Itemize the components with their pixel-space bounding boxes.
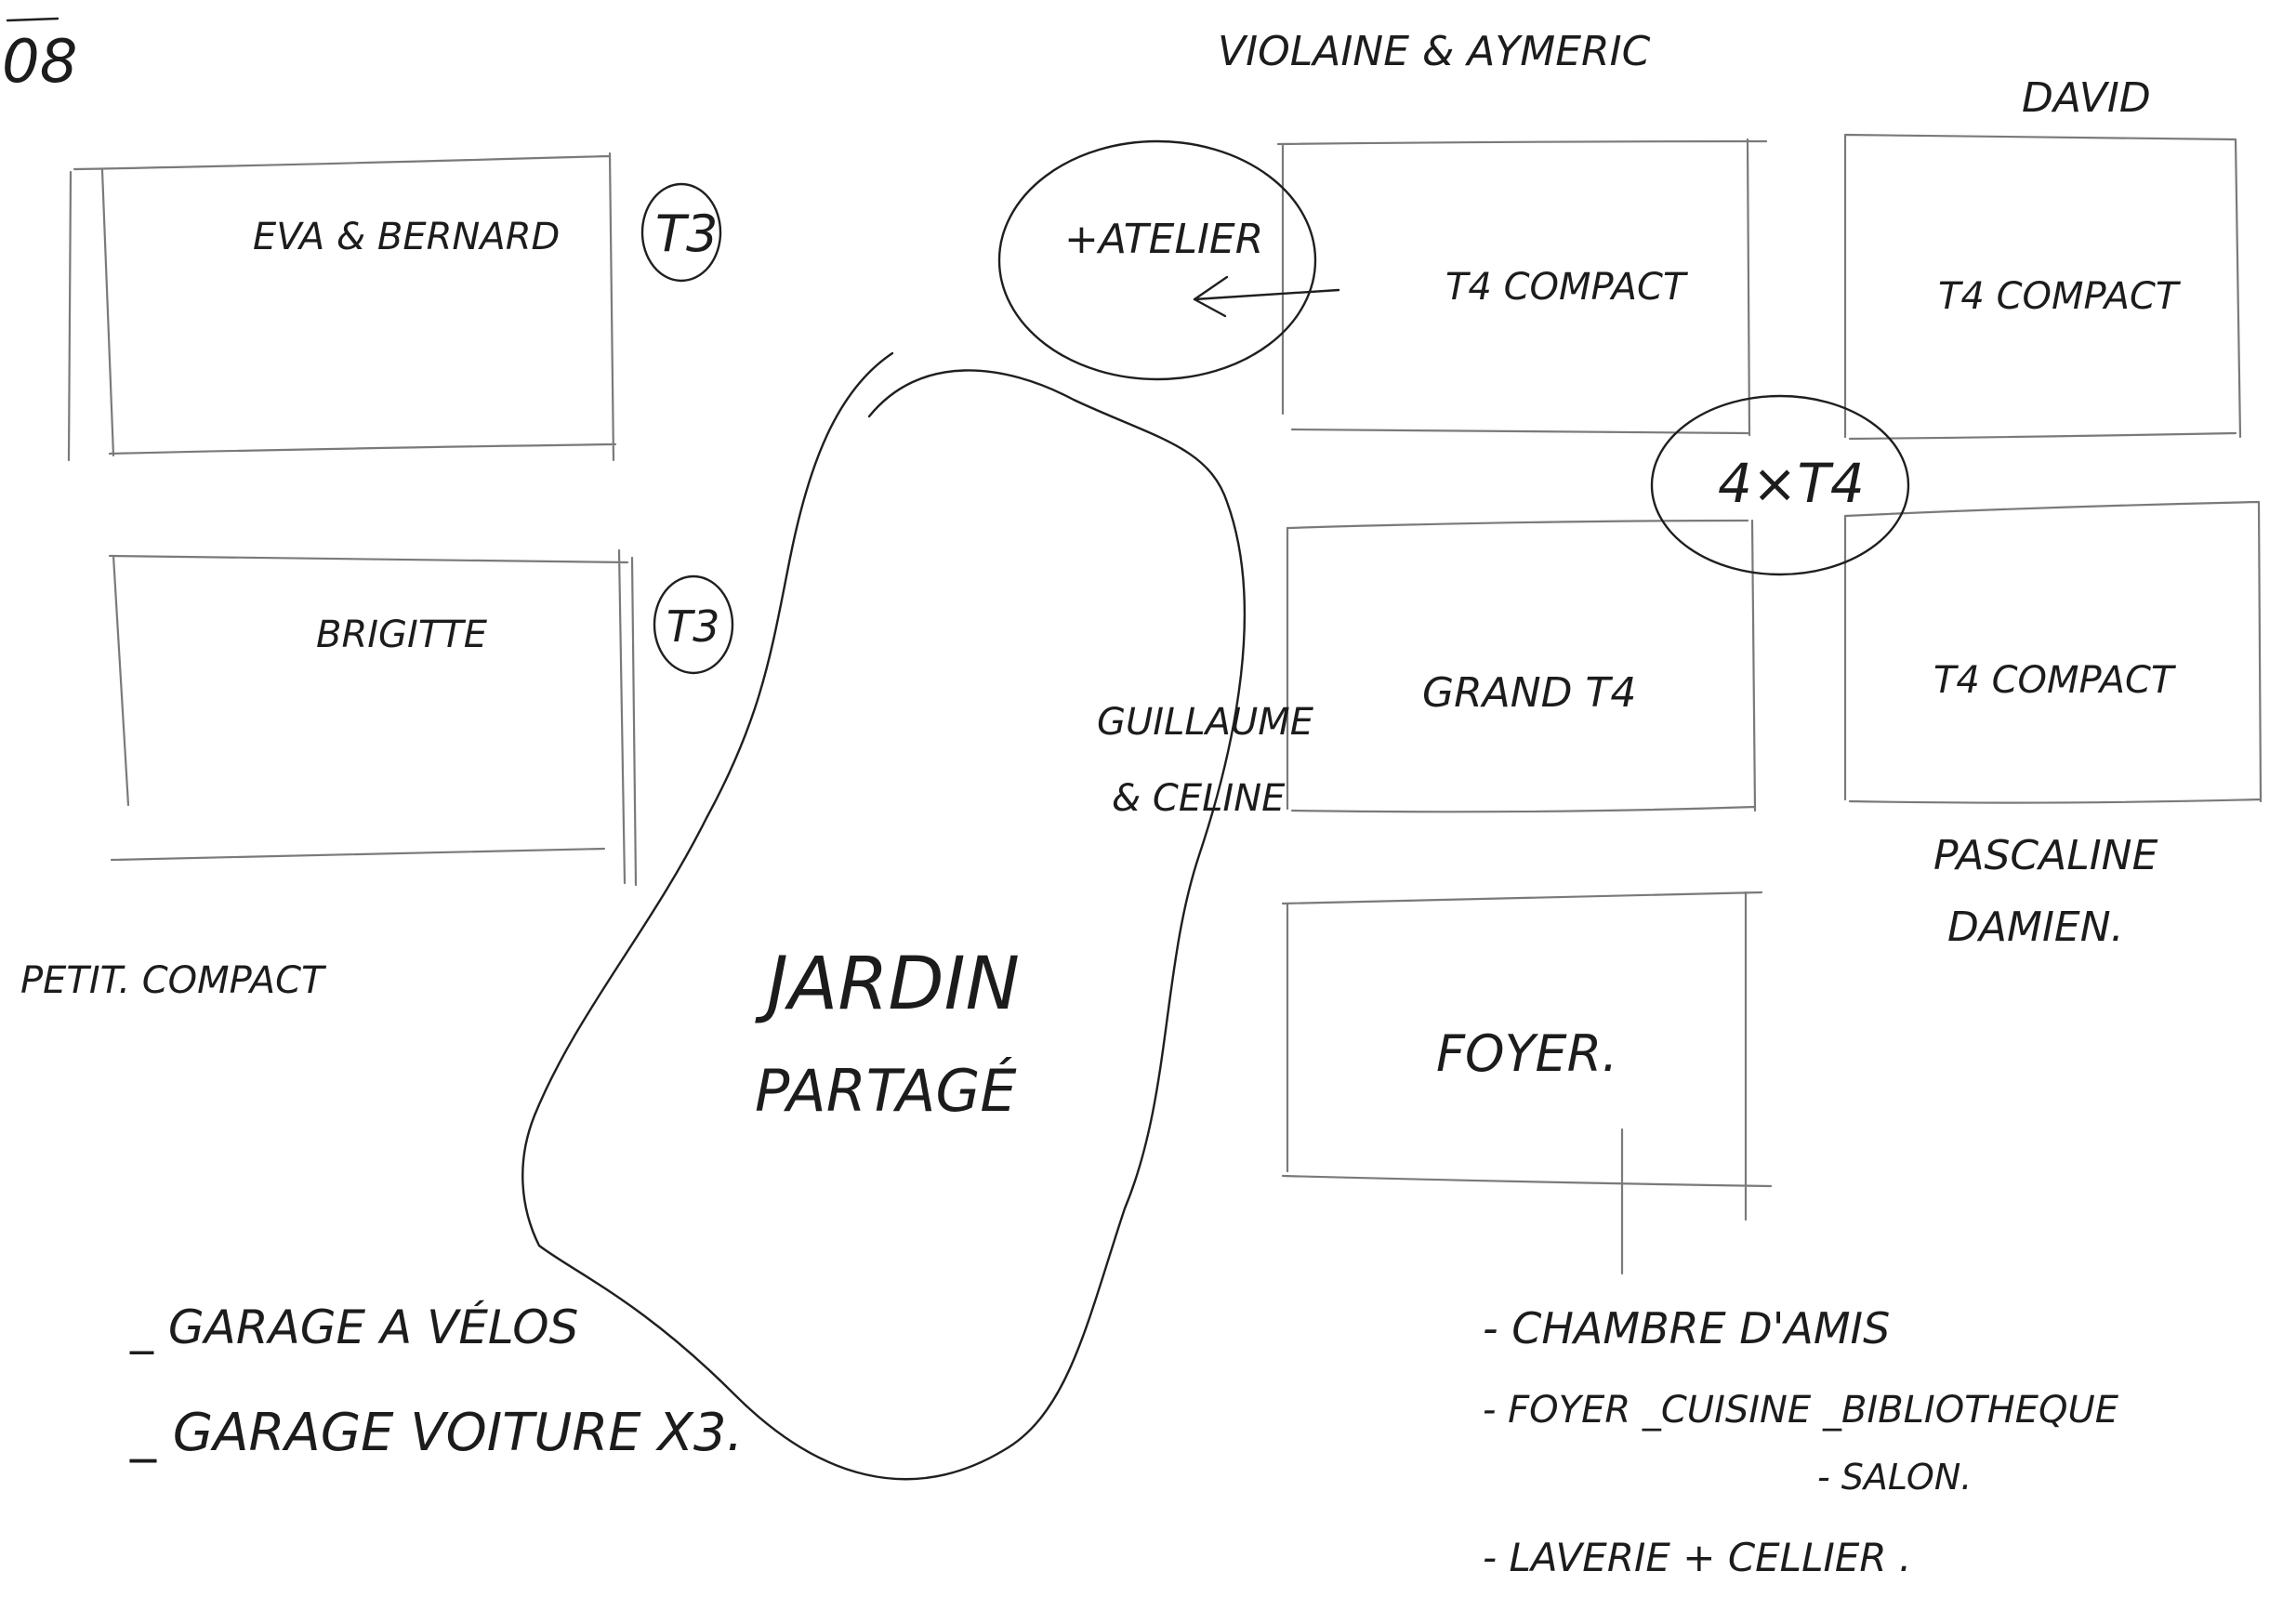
garage-list: _ GARAGE A VÉLOS _ GARAGE VOITURE X3. (129, 1300, 743, 1463)
unit-david-outline (1843, 133, 2242, 441)
page-number-overline (6, 17, 59, 22)
shared-garden-outline (521, 351, 1247, 1481)
unit-brigitte-type: T3 (666, 601, 719, 652)
workshop-label: +ATELIER (1064, 216, 1263, 263)
unit-brigitte: BRIGITTE T3 (108, 548, 734, 887)
unit-guillaume-celine-label: GRAND T4 (1422, 669, 1636, 717)
group-badge: 4×T4 (1718, 452, 1865, 515)
foyer-contents-item: - FOYER _CUISINE _BIBLIOTHEQUE (1483, 1389, 2119, 1432)
unit-david: DAVID T4 COMPACT (1843, 74, 2242, 441)
foyer-block: FOYER. (1281, 891, 1773, 1275)
shared-garden-subtitle: PARTAGÉ (755, 1057, 1017, 1125)
unit-eva-bernard: EVA & BERNARD T3 (67, 152, 722, 462)
unit-eva-bernard-type-circle (640, 182, 722, 283)
unit-pascaline-damien-owner-line1: PASCALINE (1933, 832, 2158, 879)
unit-violaine-aymeric: VIOLAINE & AYMERIC T4 COMPACT +ATELIER (997, 28, 1768, 437)
foyer-contents-item: - SALON. (1817, 1457, 1972, 1498)
unit-pascaline-damien-outline (1843, 500, 2263, 804)
unit-brigitte-type-circle (653, 574, 734, 675)
page-number: 08 (2, 28, 77, 97)
foyer-outline (1281, 891, 1773, 1221)
unit-guillaume-celine-outline (1286, 519, 1757, 813)
unit-eva-bernard-type: T3 (655, 205, 718, 263)
unit-pascaline-damien-owner-line2: DAMIEN. (1947, 904, 2124, 951)
unit-david-owner: DAVID (2022, 74, 2151, 122)
foyer-contents-item: - LAVERIE + CELLIER . (1483, 1535, 1911, 1580)
unit-violaine-aymeric-label: T4 COMPACT (1445, 266, 1689, 309)
unit-guillaume-celine-owner-line2: & CELINE (1112, 777, 1286, 820)
garage-list-item: _ GARAGE A VÉLOS (129, 1300, 578, 1354)
unit-pascaline-damien-label: T4 COMPACT (1933, 659, 2177, 702)
shared-garden-title: JARDIN (755, 943, 1020, 1026)
foyer-contents-item: - CHAMBRE D'AMIS (1483, 1303, 1890, 1353)
workshop-arrow-shaft (1193, 288, 1340, 301)
foyer-contents-list: - CHAMBRE D'AMIS - FOYER _CUISINE _BIBLI… (1483, 1303, 2119, 1580)
unit-brigitte-name: BRIGITTE (316, 614, 488, 656)
unit-violaine-aymeric-owner: VIOLAINE & AYMERIC (1218, 28, 1651, 75)
unit-eva-bernard-name: EVA & BERNARD (253, 216, 560, 258)
small-units-note: PETIT. COMPACT (20, 959, 327, 1002)
unit-david-label: T4 COMPACT (1938, 275, 2182, 318)
workshop-arrow-head (1193, 275, 1229, 318)
unit-pascaline-damien: T4 COMPACT PASCALINE DAMIEN. (1843, 500, 2263, 951)
unit-eva-bernard-outline (67, 152, 617, 462)
unit-guillaume-celine-owner-line1: GUILLAUME (1097, 701, 1314, 744)
foyer-label: FOYER. (1436, 1024, 1617, 1083)
unit-violaine-aymeric-outline (1276, 138, 1768, 437)
unit-guillaume-celine: GRAND T4 GUILLAUME & CELINE (1097, 519, 1757, 820)
group-badge-circle (1650, 394, 1910, 576)
unit-brigitte-outline (108, 548, 638, 887)
workshop-circle (997, 139, 1317, 381)
garage-list-item: _ GARAGE VOITURE X3. (129, 1403, 743, 1463)
